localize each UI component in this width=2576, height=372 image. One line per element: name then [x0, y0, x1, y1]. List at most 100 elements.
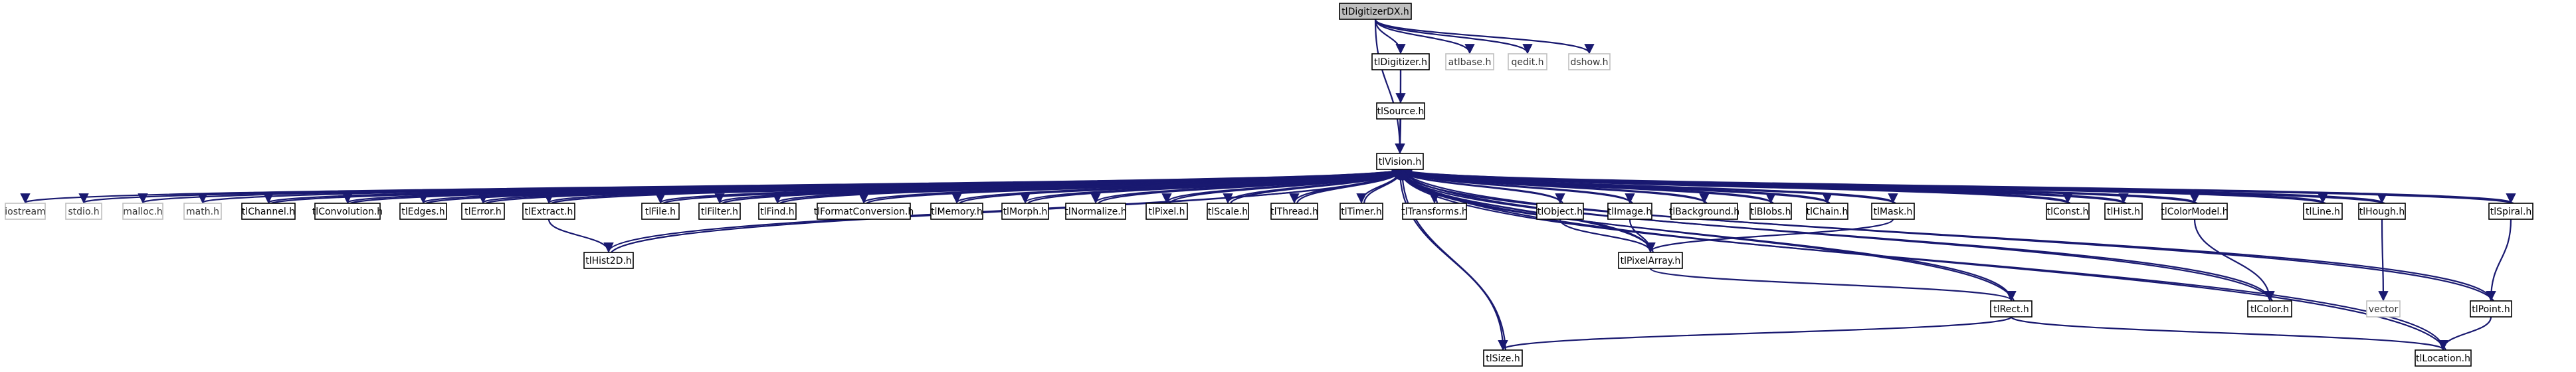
node-box: [2247, 300, 2292, 318]
node-box: [583, 252, 634, 269]
node-tllocation-h[interactable]: tlLocation.h: [2415, 349, 2472, 367]
node-label: tlBlobs.h: [1751, 207, 1791, 217]
node-box: [758, 203, 797, 220]
node-box: [1871, 203, 1915, 220]
node-tlmemory-h[interactable]: tlMemory.h: [930, 203, 983, 220]
node-tledges-h[interactable]: tlEdges.h: [399, 203, 447, 220]
node-label: tlNormalize.h: [1064, 207, 1126, 217]
node-tlspiral-h[interactable]: tlSpiral.h: [2488, 203, 2533, 220]
node-tlpixelarray-h[interactable]: tlPixelArray.h: [1618, 252, 1683, 269]
node-box: [2488, 203, 2533, 220]
edge-tldigitizerdx-h-to-tlvision-h: [1374, 19, 1405, 154]
node-box: [1670, 203, 1738, 220]
node-label: tlMemory.h: [931, 207, 983, 217]
node-box: [2046, 203, 2090, 220]
node-tltimer-h[interactable]: tlTimer.h: [1339, 203, 1383, 220]
node-box: [1607, 203, 1652, 220]
node-tlchannel-h[interactable]: tlChannel.h: [241, 203, 296, 220]
node-tlhough-h[interactable]: tlHough.h: [2358, 203, 2406, 220]
node-box: [1371, 53, 1430, 70]
node-tlconst-h[interactable]: tlConst.h: [2046, 203, 2090, 220]
edge-tldigitizerdx-h-to-atlbase-h: [1374, 19, 1475, 54]
node-tlfilter-h[interactable]: tlFilter.h: [698, 203, 741, 220]
node-tlformatconversion-h[interactable]: tlFormatConversion.h: [814, 203, 914, 220]
file-nodes: tlDigitizerDX.h tlDigitizer.h atlbase.h qed…: [5, 3, 2533, 367]
node-label: tlExtract.h: [525, 207, 573, 217]
node-label: tlHist2D.h: [585, 256, 632, 266]
node-tlline-h[interactable]: tlLine.h: [2303, 203, 2343, 220]
node-tldigitizerdx-h[interactable]: tlDigitizerDX.h: [1339, 3, 1412, 20]
node-malloc-h: malloc.h: [122, 203, 163, 220]
node-label: tlMorph.h: [1003, 207, 1048, 217]
dependency-edges: [21, 19, 2516, 351]
node-box: [122, 203, 163, 220]
node-tlthread-h[interactable]: tlThread.h: [1270, 203, 1318, 220]
node-tlchain-h[interactable]: tlChain.h: [1806, 203, 1848, 220]
node-tlblobs-h[interactable]: tlBlobs.h: [1749, 203, 1792, 220]
node-box: [1618, 252, 1683, 269]
node-label: tlFormatConversion.h: [814, 207, 914, 217]
node-box: [1376, 102, 1425, 120]
node-tlpixel-h[interactable]: tlPixel.h: [1145, 203, 1188, 220]
node-label: tlPixel.h: [1148, 207, 1185, 217]
edge-tlmask-h-to-tlpixelarray-h: [1645, 219, 1894, 253]
node-tlpoint-h[interactable]: tlPoint.h: [2470, 300, 2512, 318]
node-tlerror-h[interactable]: tlError.h: [461, 203, 505, 220]
node-box: [461, 203, 505, 220]
node-tlrect-h[interactable]: tlRect.h: [1990, 300, 2032, 318]
node-tlimage-h[interactable]: tlImage.h: [1607, 203, 1652, 220]
node-box: [1376, 153, 1424, 170]
node-atlbase-h: atlbase.h: [1445, 53, 1494, 70]
edge-tlrect-h-to-tllocation-h: [2010, 316, 2448, 351]
node-tlsource-h[interactable]: tlSource.h: [1376, 102, 1425, 120]
node-tlfile-h[interactable]: tlFile.h: [641, 203, 680, 220]
edge-tldigitizerdx-h-to-qedit-h: [1374, 19, 1533, 54]
edge-tlsource-h-to-tlvision-h: [1395, 118, 1405, 154]
node-box: [1207, 203, 1249, 220]
node-tlnormalize-h[interactable]: tlNormalize.h: [1064, 203, 1127, 220]
node-vector: vector: [2366, 300, 2401, 318]
node-box: [698, 203, 741, 220]
node-box: [399, 203, 447, 220]
node-tltransforms-h[interactable]: tlTransforms.h: [1401, 203, 1468, 220]
node-box: [1145, 203, 1188, 220]
node-label: tlDigitizer.h: [1374, 57, 1427, 68]
node-box: [2470, 300, 2512, 318]
node-tlsize-h[interactable]: tlSize.h: [1483, 349, 1523, 367]
node-box: [1508, 53, 1547, 70]
node-box: [1990, 300, 2032, 318]
node-tlhist-h[interactable]: tlHist.h: [2104, 203, 2143, 220]
node-dshow-h: dshow.h: [1568, 53, 1611, 70]
node-tldigitizer-h[interactable]: tlDigitizer.h: [1371, 53, 1430, 70]
node-box: [1749, 203, 1792, 220]
node-tlfind-h[interactable]: tlFind.h: [758, 203, 797, 220]
node-tlscale-h[interactable]: tlScale.h: [1207, 203, 1249, 220]
node-tlextract-h[interactable]: tlExtract.h: [522, 203, 575, 220]
edge-tlpixel-h-to-tlvision-h: [1169, 169, 1403, 204]
edge-tlsize-h-to-tlvision-h: [1397, 169, 1507, 351]
edge-tldigitizerdx-h-to-dshow-h: [1374, 19, 1595, 54]
edge-tlspiral-h-to-tlvision-h: [1401, 168, 2514, 205]
node-label: qedit.h: [1511, 57, 1543, 68]
node-label: tlSource.h: [1377, 106, 1425, 117]
node-box: [641, 203, 680, 220]
node-tlvision-h[interactable]: tlVision.h: [1376, 153, 1424, 170]
node-label: atlbase.h: [1448, 57, 1492, 68]
node-label: tlConvolution.h: [312, 207, 383, 217]
node-tlconvolution-h[interactable]: tlConvolution.h: [312, 203, 383, 220]
node-label: tlError.h: [464, 207, 502, 217]
node-tlcolormodel-h[interactable]: tlColorModel.h: [2161, 203, 2229, 220]
node-tlobject-h[interactable]: tlObject.h: [1536, 203, 1584, 220]
node-tlcolor-h[interactable]: tlColor.h: [2247, 300, 2292, 318]
node-box: [1339, 203, 1383, 220]
node-box: [2415, 349, 2472, 367]
node-box: [5, 203, 46, 220]
node-box: [183, 203, 222, 220]
node-tlhist2d-h[interactable]: tlHist2D.h: [583, 252, 634, 269]
node-box: [1568, 53, 1611, 70]
node-tlmorph-h[interactable]: tlMorph.h: [1001, 203, 1049, 220]
node-tlmask-h[interactable]: tlMask.h: [1871, 203, 1915, 220]
node-label: tlScale.h: [1208, 207, 1248, 217]
node-tlbackground-h[interactable]: tlBackground.h: [1669, 203, 1739, 220]
